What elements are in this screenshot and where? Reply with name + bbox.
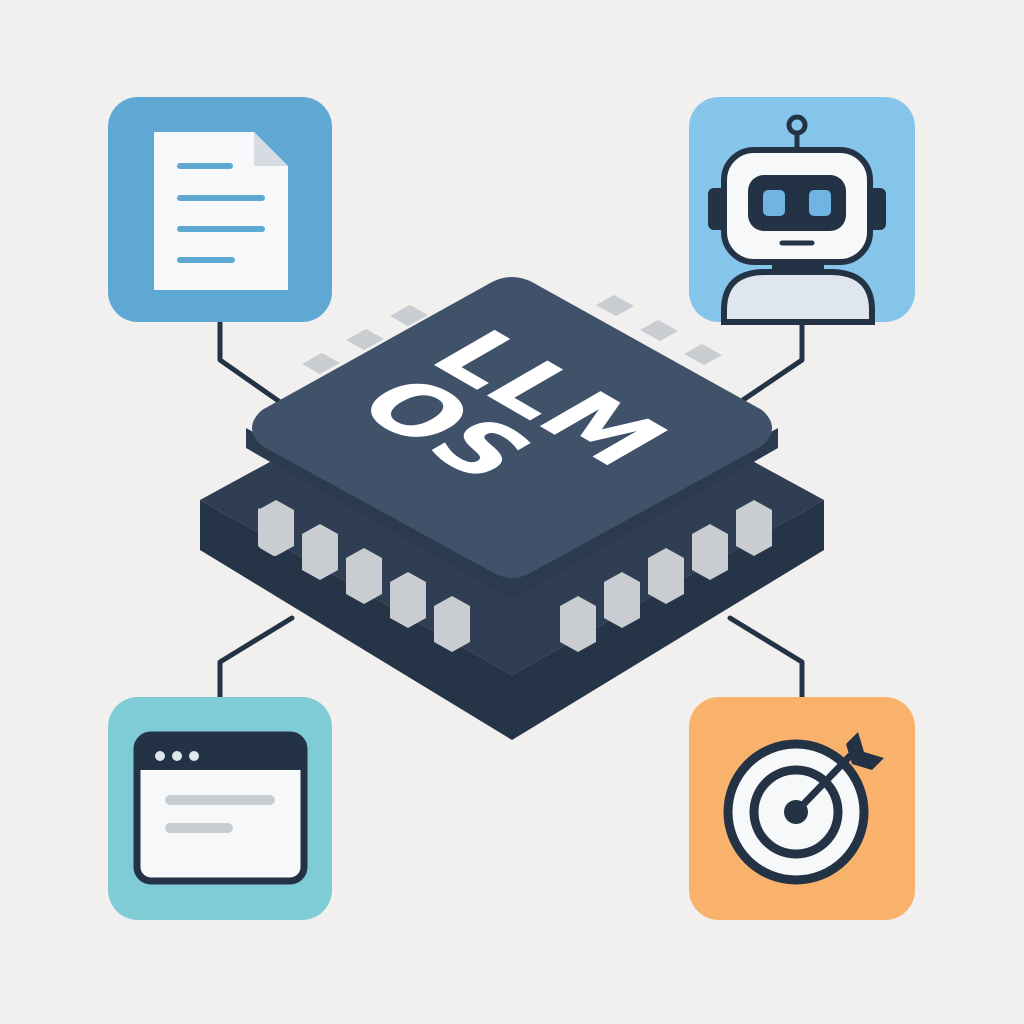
chip-top-face [252, 277, 772, 578]
pin [302, 524, 338, 580]
connector-document [217, 319, 283, 405]
pin [390, 305, 428, 326]
pin [560, 596, 596, 652]
pin [346, 329, 384, 350]
pin [684, 344, 722, 365]
pin [258, 500, 294, 556]
document-icon [154, 132, 288, 290]
agent-node [689, 97, 915, 325]
pin [736, 500, 772, 556]
chip-pins-top [302, 295, 722, 374]
pin [596, 295, 634, 316]
chip: LLM OS [200, 277, 824, 740]
connector-browser [217, 615, 295, 703]
browser-window-icon [133, 731, 308, 885]
connector-agent [737, 319, 805, 405]
target-icon [723, 732, 884, 885]
pin [692, 524, 728, 580]
goal-node [689, 697, 915, 920]
pin [302, 353, 340, 374]
connector-goal [727, 615, 805, 703]
chip-pins-front-right [560, 500, 772, 652]
pin [346, 548, 382, 604]
document-node [108, 97, 332, 322]
robot-icon [708, 114, 886, 325]
pin [390, 572, 426, 628]
chip-base-side [200, 500, 824, 740]
browser-node [108, 697, 332, 920]
connectors [217, 319, 805, 703]
pin [604, 572, 640, 628]
chip-pins-front-left [258, 500, 470, 652]
pin [648, 548, 684, 604]
pin [640, 320, 678, 341]
pin [434, 596, 470, 652]
